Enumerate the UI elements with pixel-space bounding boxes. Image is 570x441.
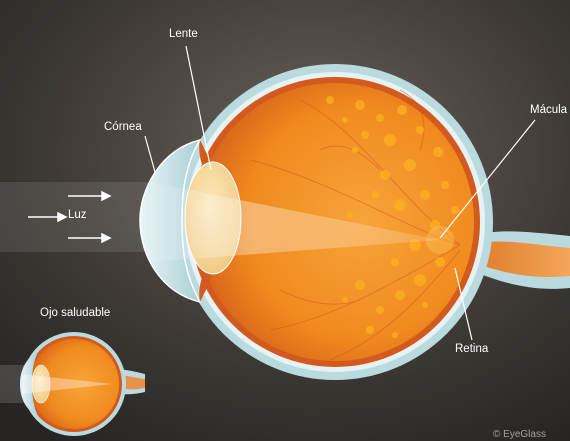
healthy-eye-label: Ojo saludable xyxy=(40,307,110,319)
light-label: Luz xyxy=(68,209,87,221)
cornea-label: Córnea xyxy=(104,121,142,133)
macula-label: Mácula xyxy=(530,104,567,116)
watermark: © EyeGlass xyxy=(493,429,546,440)
lens-label: Lente xyxy=(169,28,198,40)
retina-label: Retina xyxy=(455,343,488,355)
